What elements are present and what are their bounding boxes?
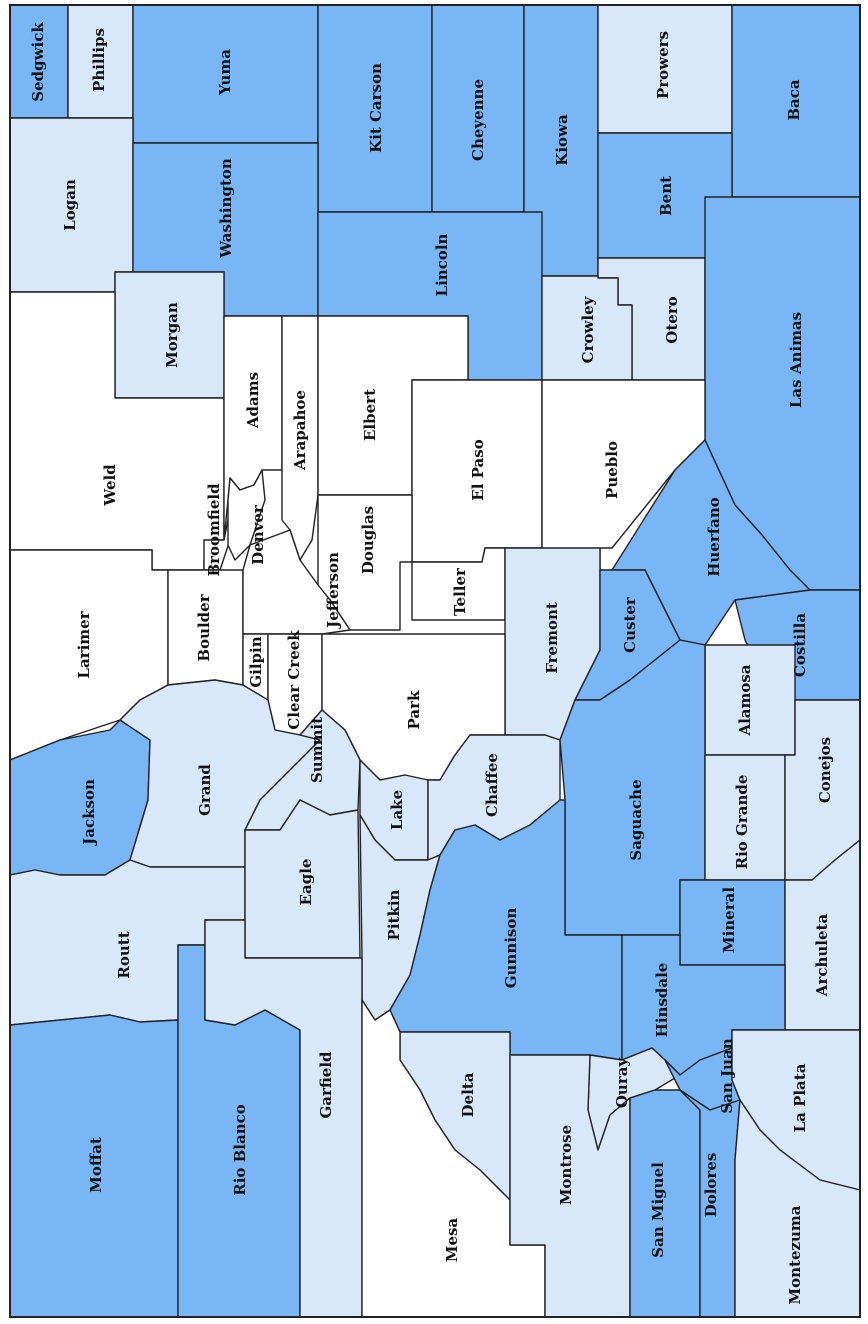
state-outline: [9, 4, 861, 1318]
county-label-clear-creek: Clear Creek: [285, 630, 303, 730]
county-label-boulder: Boulder: [195, 593, 213, 661]
county-label-jefferson: Jefferson: [324, 552, 342, 630]
county-label-denver: Denver: [249, 504, 267, 565]
county-label-las-animas: Las Animas: [787, 312, 805, 408]
county-label-kiowa: Kiowa: [553, 114, 571, 166]
county-label-la-plata: La Plata: [791, 1063, 809, 1132]
county-label-grand: Grand: [196, 764, 214, 816]
county-label-san-juan: San Juan: [718, 1038, 736, 1113]
county-label-mineral: Mineral: [720, 887, 738, 953]
county-label-prowers: Prowers: [654, 31, 672, 99]
county-label-huerfano: Huerfano: [705, 497, 723, 577]
county-label-washington: Washington: [217, 158, 235, 259]
county-label-chaffee: Chaffee: [483, 753, 501, 817]
county-label-broomfield: Broomfield: [205, 483, 223, 577]
county-label-baca: Baca: [785, 79, 803, 121]
county-label-morgan: Morgan: [163, 302, 181, 368]
county-labels: Sedgwick Phillips Yuma Kit Carson Cheyenne Ki…: [29, 22, 834, 1305]
county-label-lincoln: Lincoln: [433, 233, 451, 296]
county-label-costilla: Costilla: [791, 613, 809, 677]
county-label-el-paso: El Paso: [469, 439, 487, 500]
county-label-otero: Otero: [663, 296, 681, 343]
county-label-arapahoe: Arapahoe: [291, 390, 309, 471]
county-label-douglas: Douglas: [359, 506, 377, 574]
county-label-bent: Bent: [657, 176, 675, 216]
county-label-montrose: Montrose: [557, 1125, 575, 1205]
county-label-montezuma: Montezuma: [786, 1205, 804, 1304]
county-label-weld: Weld: [101, 464, 119, 507]
county-shapes: [9, 4, 861, 1318]
county-label-custer: Custer: [621, 596, 639, 653]
county-label-dolores: Dolores: [702, 1153, 720, 1218]
county-label-archuleta: Archuleta: [813, 914, 831, 998]
county-label-crowley: Crowley: [579, 295, 597, 363]
county-label-kit-carson: Kit Carson: [367, 63, 385, 153]
county-label-yuma: Yuma: [216, 49, 234, 96]
county-label-alamosa: Alamosa: [736, 664, 754, 736]
county-label-san-miguel: San Miguel: [649, 1162, 667, 1258]
county-label-garfield: Garfield: [317, 1051, 335, 1119]
county-label-adams: Adams: [244, 372, 262, 429]
county-label-teller: Teller: [451, 567, 469, 616]
county-label-gunnison: Gunnison: [502, 908, 520, 989]
county-label-summit: Summit: [308, 717, 326, 783]
county-label-eagle: Eagle: [297, 859, 315, 906]
county-label-rio-blanco: Rio Blanco: [231, 1104, 249, 1196]
county-label-fremont: Fremont: [543, 602, 561, 674]
county-label-rio-grande: Rio Grande: [733, 775, 751, 870]
county-label-park: Park: [405, 690, 423, 729]
county-label-saguache: Saguache: [627, 779, 645, 860]
county-label-pueblo: Pueblo: [603, 441, 621, 499]
county-label-gilpin: Gilpin: [247, 636, 265, 687]
county-label-hinsdale: Hinsdale: [653, 963, 671, 1038]
county-denver: [227, 469, 266, 561]
county-label-cheyenne: Cheyenne: [469, 79, 487, 161]
county-label-logan: Logan: [61, 179, 79, 231]
county-label-moffat: Moffat: [87, 1137, 105, 1193]
county-label-elbert: Elbert: [361, 389, 379, 441]
county-label-delta: Delta: [459, 1072, 477, 1117]
county-label-pitkin: Pitkin: [385, 889, 403, 940]
county-label-mesa: Mesa: [443, 1218, 461, 1263]
county-label-larimer: Larimer: [75, 610, 93, 678]
county-label-ouray: Ouray: [613, 1057, 631, 1109]
county-label-phillips: Phillips: [90, 28, 108, 92]
county-label-sedgwick: Sedgwick: [29, 22, 47, 102]
county-label-lake: Lake: [388, 790, 406, 830]
county-label-jackson: Jackson: [80, 779, 98, 847]
county-label-routt: Routt: [115, 931, 133, 978]
county-label-conejos: Conejos: [816, 737, 834, 803]
